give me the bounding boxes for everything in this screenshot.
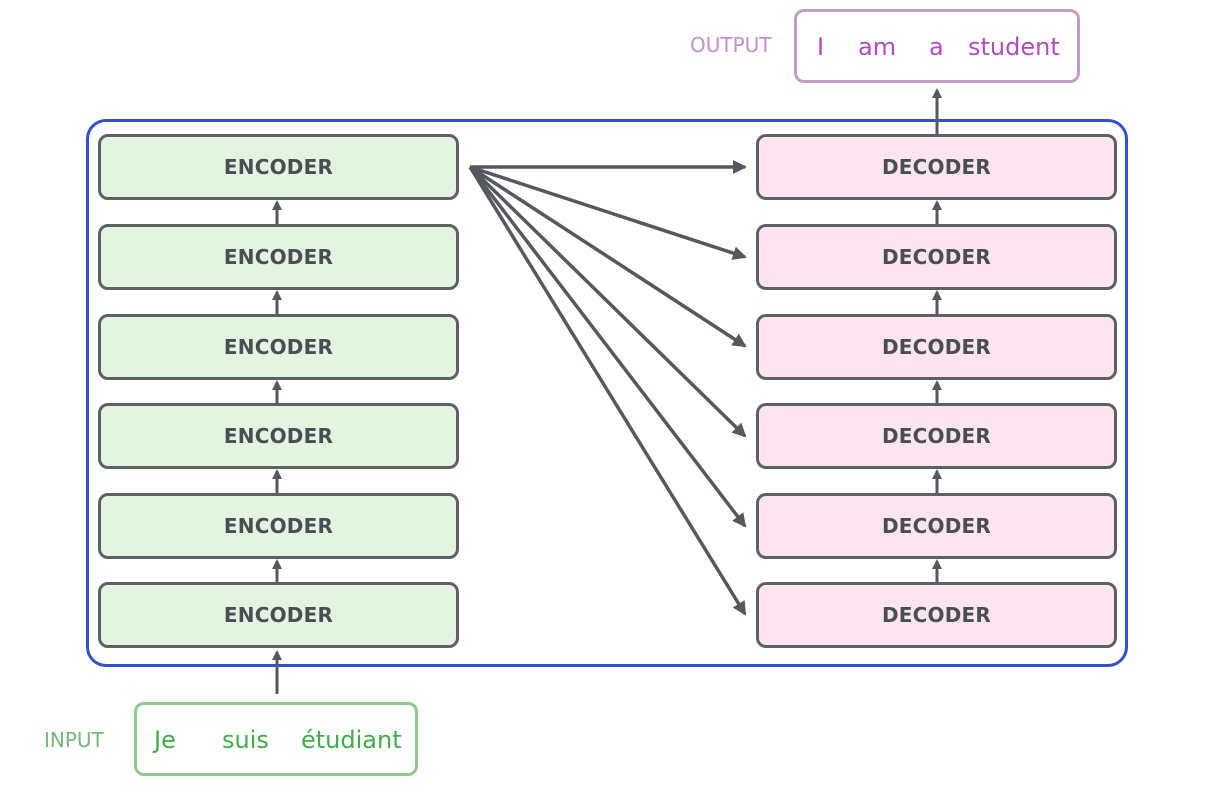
- decoder-block: DECODER: [756, 134, 1117, 200]
- input-box: [134, 702, 418, 776]
- decoder-block: DECODER: [756, 403, 1117, 469]
- input-word: étudiant: [301, 726, 402, 754]
- encoder-decoder-arrow: [468, 165, 747, 438]
- encoder-block: ENCODER: [98, 403, 459, 469]
- output-word: a: [929, 33, 944, 61]
- encoder-block: ENCODER: [98, 493, 459, 559]
- output-word: I: [817, 33, 825, 61]
- encoder-decoder-container: [86, 119, 1128, 667]
- output-word: am: [858, 33, 897, 61]
- encoder-decoder-arrow: [469, 165, 747, 348]
- encoder-block: ENCODER: [98, 314, 459, 380]
- decoder-block: DECODER: [756, 493, 1117, 559]
- encoder-decoder-arrow: [469, 165, 747, 260]
- input-word: suis: [222, 726, 269, 754]
- decoder-block: DECODER: [756, 224, 1117, 290]
- output-word: student: [968, 33, 1060, 61]
- input-label: INPUT: [44, 728, 104, 752]
- decoder-block: DECODER: [756, 582, 1117, 648]
- input-word: Je: [154, 726, 176, 754]
- decoder-block: DECODER: [756, 314, 1117, 380]
- output-box: [794, 9, 1080, 83]
- encoder-decoder-arrow: [468, 165, 747, 528]
- encoder-block: ENCODER: [98, 582, 459, 648]
- output-label: OUTPUT: [690, 33, 772, 57]
- encoder-block: ENCODER: [98, 134, 459, 200]
- encoder-decoder-arrow: [468, 166, 747, 616]
- encoder-block: ENCODER: [98, 224, 459, 290]
